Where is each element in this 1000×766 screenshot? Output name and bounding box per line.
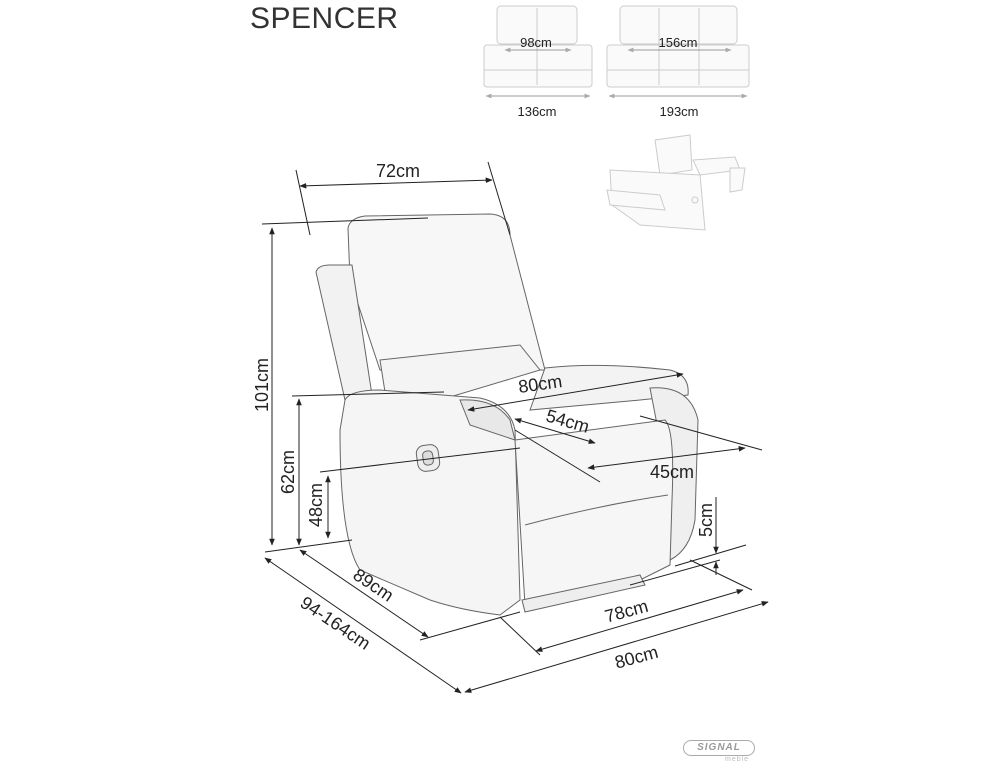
signal-logo-sub: meble <box>725 756 750 763</box>
two-seater-thumbnail <box>483 5 593 99</box>
total-height-label: 101cm <box>252 358 272 412</box>
signal-logo: SIGNAL <box>683 740 755 756</box>
seat-height-label: 48cm <box>306 483 326 527</box>
armchair-drawing <box>315 213 699 616</box>
product-title: SPENCER <box>250 2 399 35</box>
backrest-width-label: 72cm <box>376 161 420 181</box>
depth-reclined-label: 94-164cm <box>297 592 375 653</box>
inner-base-width-label: 78cm <box>603 596 651 627</box>
three-seater-inner-width-label: 156cm <box>658 35 697 50</box>
seat-depth-label: 54cm <box>544 406 592 437</box>
three-seater-outer-width-label: 193cm <box>659 104 698 119</box>
three-seater-thumbnail <box>606 5 750 99</box>
seat-width-label: 45cm <box>650 462 694 482</box>
two-seater-outer-width-label: 136cm <box>517 104 556 119</box>
leg-height-label: 5cm <box>696 503 716 537</box>
reclined-armchair-icon <box>606 134 746 231</box>
two-seater-inner-width-label: 98cm <box>520 35 552 50</box>
armrest-height-label: 62cm <box>278 450 298 494</box>
